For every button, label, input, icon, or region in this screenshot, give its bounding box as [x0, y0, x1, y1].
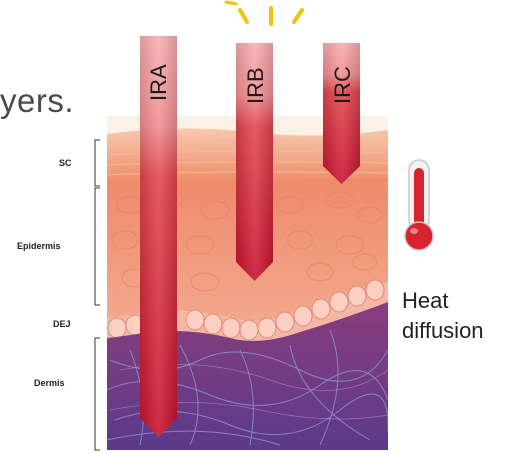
layer-label-dermis: Dermis: [34, 378, 65, 388]
layer-label-epidermis: Epidermis: [17, 241, 61, 251]
ray-label-ira: IRA: [146, 64, 171, 101]
dermis-layer: [107, 302, 388, 450]
dej-layer: [107, 282, 388, 341]
heat-diffusion-caption: Heat diffusion: [402, 286, 484, 346]
thermometer-icon: [404, 159, 434, 251]
title-fragment: yers.: [0, 82, 75, 119]
ray-label-irb: IRB: [243, 67, 268, 104]
ray-irc: [323, 43, 360, 184]
heat-caption-line2: diffusion: [402, 318, 484, 343]
heat-caption-line1: Heat: [402, 288, 449, 313]
layer-label-sc: SC: [59, 158, 72, 168]
ray-irb: [236, 43, 273, 281]
ray-label-irc: IRC: [330, 66, 355, 104]
ray-ira: [140, 36, 177, 437]
layer-label-dej: DEJ: [53, 319, 71, 329]
sun-icon: [224, 0, 304, 26]
layer-brackets: [94, 139, 100, 451]
